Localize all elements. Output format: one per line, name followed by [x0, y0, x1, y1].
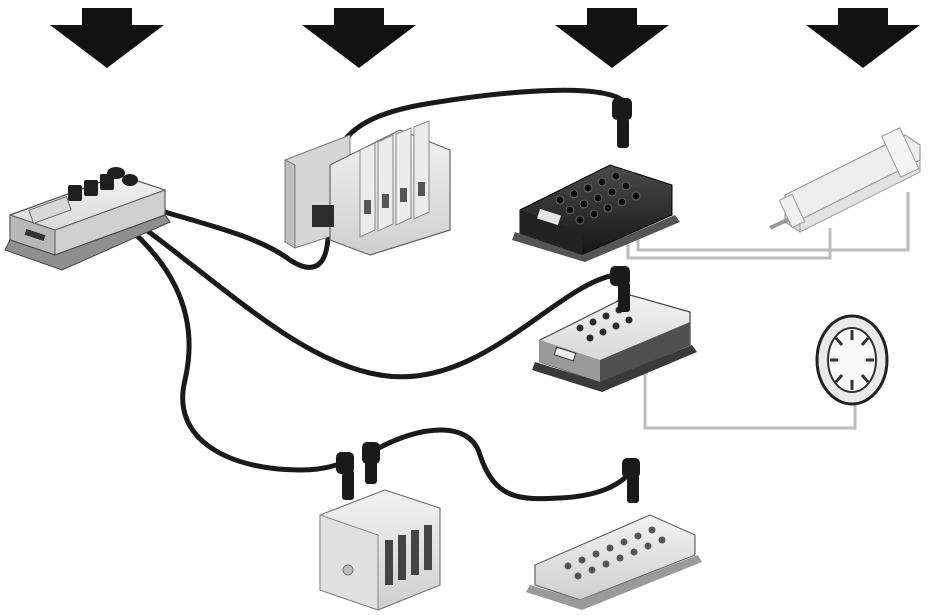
- arrow-row: [50, 8, 920, 68]
- bus-cable: [89, 197, 348, 473]
- down-arrow-icon: [302, 8, 416, 68]
- io-module-bottom: [526, 458, 702, 610]
- down-arrow-icon: [806, 8, 920, 68]
- valve-manifold-large: [284, 120, 451, 256]
- bus-cable: [95, 193, 618, 380]
- fieldbus-master-module: [4, 167, 171, 271]
- io-module-top: [512, 98, 680, 262]
- down-arrow-icon: [555, 8, 669, 68]
- pneumatic-cylinder: [769, 127, 921, 233]
- io-module-middle: [532, 266, 697, 392]
- sensor-wire: [643, 356, 857, 430]
- down-arrow-icon: [50, 8, 164, 68]
- valve-manifold-small: [319, 442, 441, 611]
- bus-cable: [372, 427, 636, 502]
- rotary-encoder-wheel: [815, 314, 889, 406]
